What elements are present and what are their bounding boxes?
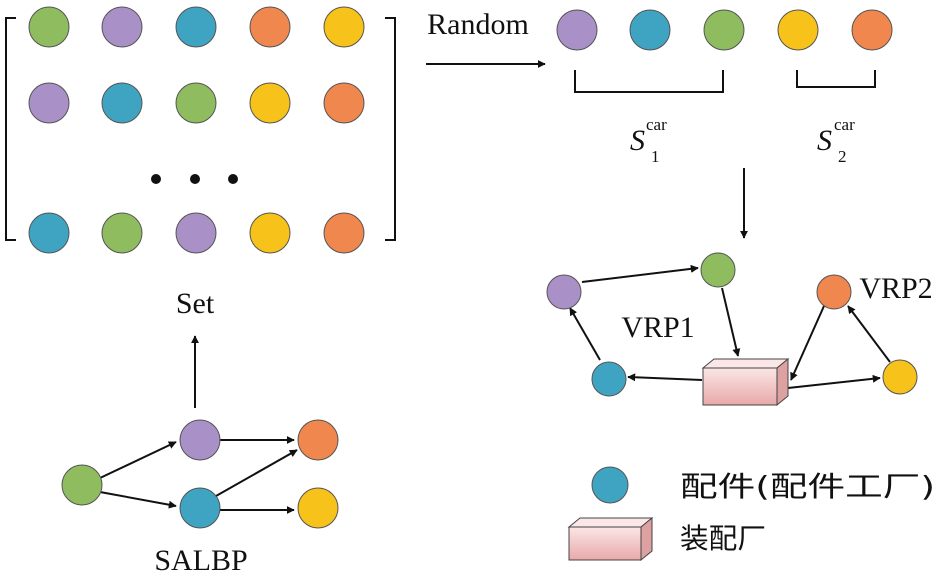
matrix-node-r2-c1 bbox=[28, 82, 70, 124]
random-node-5 bbox=[851, 9, 893, 51]
random-node-3 bbox=[703, 9, 745, 51]
legend: 配件(配件工厂) 装配厂 bbox=[567, 466, 935, 562]
vrp-edges bbox=[569, 264, 891, 389]
salbp-node-1 bbox=[61, 464, 103, 506]
salbp-node-4 bbox=[297, 419, 339, 461]
matrix-bracket-left bbox=[5, 17, 16, 241]
matrix-node-r1-c2 bbox=[101, 6, 143, 48]
matrix-node-r3-c1 bbox=[28, 212, 70, 254]
matrix-node-r3-c3 bbox=[175, 212, 217, 254]
random-node-1 bbox=[556, 9, 598, 51]
group-label-s2-sub: 2 bbox=[838, 147, 847, 166]
salbp-label: SALBP bbox=[154, 544, 247, 577]
vrp2-label: VRP2 bbox=[859, 272, 932, 305]
matrix-nodes bbox=[28, 6, 365, 254]
legend-part-label: 配件(配件工厂) bbox=[680, 470, 935, 503]
matrix-node-r2-c4 bbox=[249, 82, 291, 124]
matrix-node-r1-c5 bbox=[323, 6, 365, 48]
matrix-ellipsis bbox=[151, 174, 238, 184]
random-node-4 bbox=[777, 9, 819, 51]
assembly-plant-box bbox=[701, 357, 790, 407]
vrp1-label: VRP1 bbox=[621, 311, 694, 344]
legend-assembly-label: 装配厂 bbox=[680, 522, 766, 555]
vrp-node-2 bbox=[700, 252, 736, 288]
set-label: Set bbox=[176, 287, 215, 320]
matrix-node-r2-c3 bbox=[175, 82, 217, 124]
salbp-node-5 bbox=[297, 487, 339, 529]
matrix-node-r3-c4 bbox=[249, 212, 291, 254]
random-label: Random bbox=[427, 8, 529, 41]
group-label-s2-base: S bbox=[817, 124, 832, 157]
random-sequence bbox=[556, 9, 893, 51]
group-label-s1-sup: car bbox=[646, 115, 667, 134]
random-node-2 bbox=[629, 9, 671, 51]
matrix-node-r1-c4 bbox=[249, 6, 291, 48]
matrix-node-r2-c5 bbox=[323, 82, 365, 124]
group-label-s1: S bbox=[630, 124, 645, 157]
vrp-node-5 bbox=[882, 359, 918, 395]
group-bracket-s1 bbox=[574, 70, 724, 93]
salbp-node-3 bbox=[179, 487, 221, 529]
salbp-edges bbox=[99, 436, 298, 514]
vrp-node-3 bbox=[591, 361, 627, 397]
group-label-s2-sup: car bbox=[834, 115, 855, 134]
matrix-bracket-right bbox=[385, 17, 396, 241]
vrp-node-4 bbox=[816, 274, 852, 310]
vrp-nodes bbox=[546, 252, 918, 397]
group-label-s1-base: S bbox=[630, 124, 645, 157]
matrix-node-r3-c2 bbox=[101, 212, 143, 254]
salbp-node-2 bbox=[179, 419, 221, 461]
legend-assembly-box bbox=[567, 516, 654, 562]
group-label-s1-sub: 1 bbox=[651, 147, 660, 166]
matrix-node-r2-c2 bbox=[101, 82, 143, 124]
group-bracket-s2 bbox=[796, 70, 876, 88]
matrix-node-r3-c5 bbox=[323, 212, 365, 254]
vrp-node-1 bbox=[546, 274, 582, 310]
matrix-node-r1-c3 bbox=[175, 6, 217, 48]
salbp-nodes bbox=[61, 419, 339, 529]
group-label-s2: S bbox=[817, 124, 832, 157]
legend-part-circle bbox=[591, 466, 629, 504]
matrix-node-r1-c1 bbox=[28, 6, 70, 48]
